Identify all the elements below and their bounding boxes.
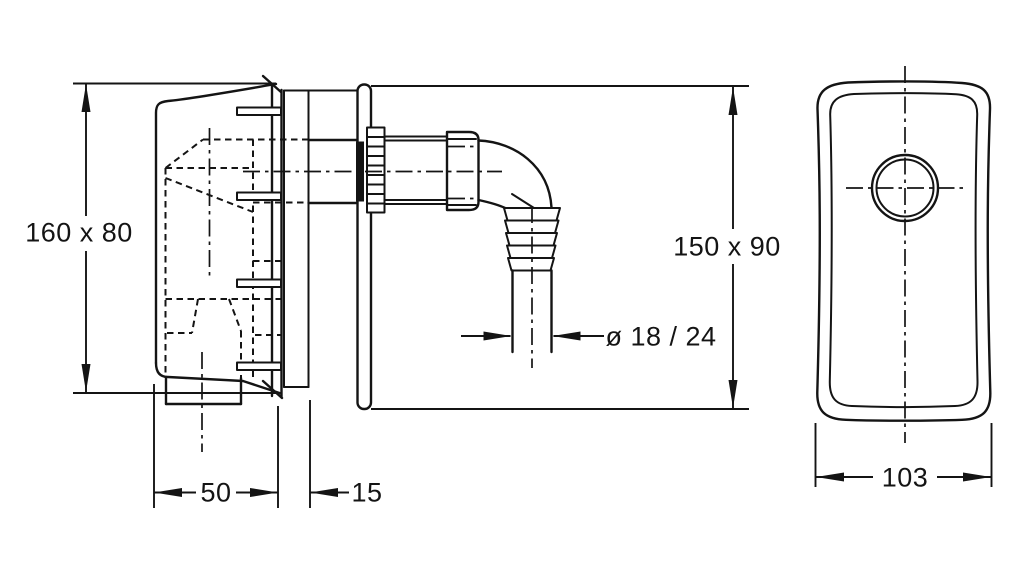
- dim-label-box-depth: 50: [200, 477, 232, 508]
- arrow-up-icon: [81, 84, 91, 112]
- centerlines: [243, 170, 533, 368]
- dim-label-wall-offset: 15: [351, 477, 383, 508]
- arrow-left-icon: [552, 331, 581, 341]
- dimension-plate-face: [371, 85, 749, 410]
- dimension-box-face: [73, 82, 279, 394]
- dimension-box-depth: [153, 384, 279, 508]
- arrow-left-icon: [154, 488, 182, 497]
- dimension-hose-diameter: [461, 331, 604, 341]
- cover-plate-outer: [816, 80, 992, 422]
- dim-label-plate-width: 103: [881, 462, 929, 493]
- recess-box: [154, 74, 358, 406]
- hose-cone: [503, 207, 561, 272]
- trap-hidden-lines: [164, 128, 308, 452]
- arrow-down-icon: [81, 364, 91, 392]
- arrow-left-icon: [816, 472, 844, 482]
- front-view: [814, 66, 993, 487]
- dimension-plate-width: [814, 423, 993, 487]
- flange-bosses: [236, 106, 282, 371]
- elbow: [477, 139, 553, 210]
- arrow-up-icon: [728, 87, 738, 115]
- side-view: [73, 74, 749, 508]
- dim-label-box-face: 160 x 80: [25, 217, 133, 248]
- dim-label-plate-face: 150 x 90: [673, 231, 781, 262]
- cover-plate-inner: [828, 92, 979, 408]
- arrow-right-icon: [250, 488, 278, 497]
- ribbed-collar: [366, 126, 386, 214]
- arrow-down-icon: [728, 380, 738, 408]
- arrow-right-icon: [963, 472, 991, 482]
- dimension-wall-offset: [309, 400, 349, 508]
- dim-label-hose-diameter: ø 18 / 24: [605, 321, 717, 352]
- arrow-left-icon: [310, 488, 338, 497]
- arrow-right-icon: [483, 331, 512, 341]
- outlet-assembly: [307, 83, 561, 411]
